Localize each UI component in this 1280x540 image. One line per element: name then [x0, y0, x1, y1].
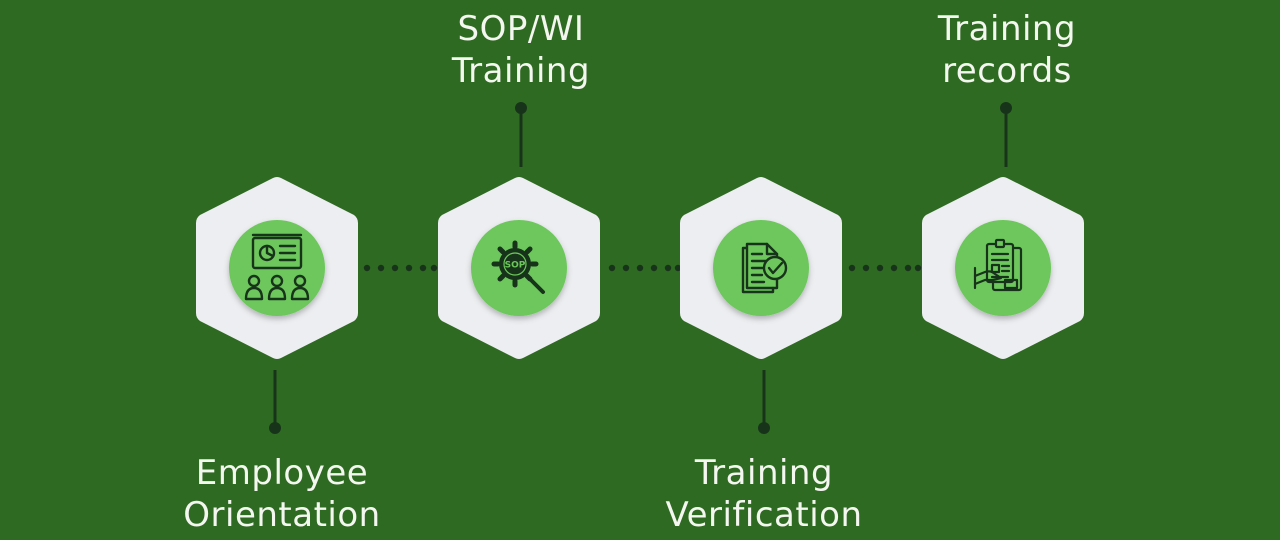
step-label-line2: Training [451, 51, 591, 91]
step-label-sop-wi-training: SOP/WI Training [391, 8, 651, 92]
step-label-line1: SOP/WI [457, 9, 585, 49]
step-label-line2: records [942, 51, 1072, 91]
step-label-line2: Verification [665, 495, 863, 535]
presentation-audience-icon [244, 233, 310, 301]
pin-connector-4 [1000, 102, 1012, 167]
step-node-2: SOP [438, 177, 600, 359]
records-clipboard-icon [973, 238, 1023, 292]
dotted-connector-2-3 [608, 264, 682, 272]
sop-icon-text: SOP [505, 261, 526, 271]
step-node-3 [680, 177, 842, 359]
pin-connector-3 [758, 370, 770, 434]
step-label-line1: Training [937, 9, 1077, 49]
step-label-training-records: Training records [877, 8, 1137, 92]
pin-connector-1 [269, 370, 281, 434]
step-node-4 [922, 177, 1084, 359]
step-label-line2: Orientation [183, 495, 381, 535]
pin-connector-2 [515, 102, 527, 167]
dotted-connector-1-2 [363, 264, 438, 272]
step-label-line1: Employee [195, 453, 369, 493]
sop-gear-magnifier-icon [491, 240, 545, 294]
step-label-employee-orientation: Employee Orientation [152, 452, 412, 536]
step-label-line1: Training [694, 453, 834, 493]
document-checkmark-icon [741, 242, 788, 294]
dotted-connector-3-4 [848, 264, 922, 272]
step-label-training-verification: Training Verification [634, 452, 894, 536]
step-node-1 [196, 177, 358, 359]
